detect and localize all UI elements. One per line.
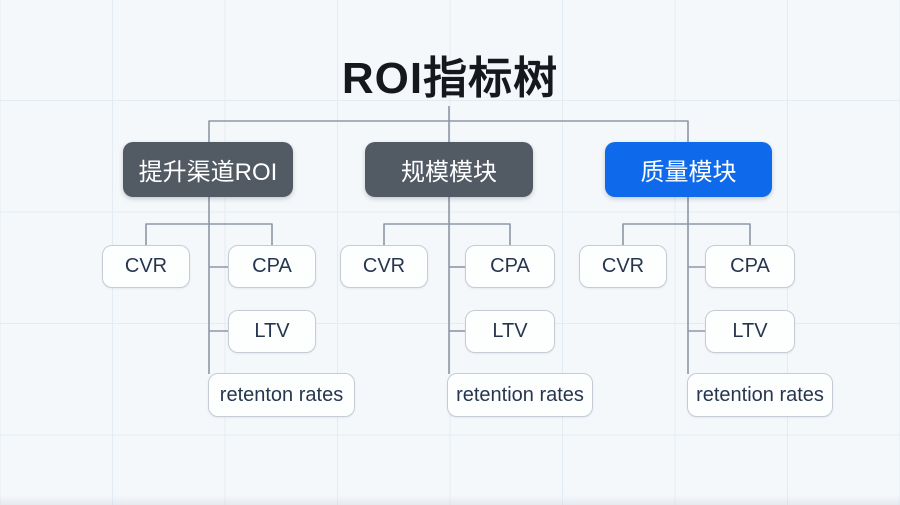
node-ltv-group2[interactable]: LTV: [465, 310, 555, 353]
node-cpa-group3[interactable]: CPA: [705, 245, 795, 288]
node-scale-module[interactable]: 规模模块: [365, 142, 533, 197]
connector-group2-split: [383, 223, 511, 245]
node-ltv-group1[interactable]: LTV: [228, 310, 316, 353]
node-cvr-group3[interactable]: CVR: [579, 245, 667, 288]
node-cpa-group2[interactable]: CPA: [465, 245, 555, 288]
node-quality-module[interactable]: 质量模块: [605, 142, 772, 197]
connector-group1-split: [145, 223, 273, 245]
node-channel-roi[interactable]: 提升渠道ROI: [123, 142, 293, 197]
node-retention-group3[interactable]: retention rates: [687, 373, 833, 417]
node-retention-group1[interactable]: retenton rates: [208, 373, 355, 417]
node-ltv-group3[interactable]: LTV: [705, 310, 795, 353]
connector-top-bar: [208, 120, 689, 142]
node-retention-group2[interactable]: retention rates: [447, 373, 593, 417]
node-cvr-group2[interactable]: CVR: [340, 245, 428, 288]
diagram-title: ROI指标树: [341, 54, 559, 103]
node-cpa-group1[interactable]: CPA: [228, 245, 316, 288]
node-cvr-group1[interactable]: CVR: [102, 245, 190, 288]
connector-group3-split: [622, 223, 751, 245]
